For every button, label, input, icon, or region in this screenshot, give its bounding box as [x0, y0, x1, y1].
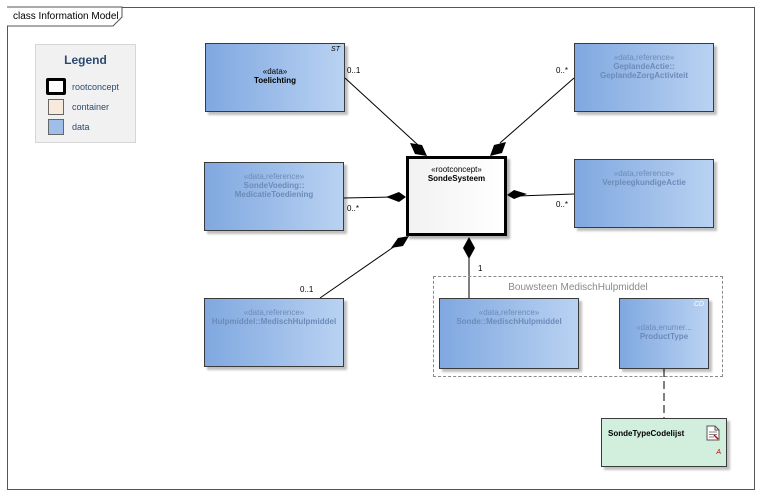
diamond-verpleegkundige-actie: [507, 190, 527, 199]
class-stereotype: «data,reference»: [613, 169, 675, 178]
class-geplande-actie[interactable]: «data,reference» GeplandeActie:: Gepland…: [574, 43, 714, 112]
mult-verpleegkundige-actie: 0..*: [556, 200, 569, 209]
legend-item-container: container: [46, 99, 109, 115]
data-swatch: [48, 119, 64, 135]
class-toelichting[interactable]: ST «data» Toelichting: [205, 43, 345, 112]
corner-tag: ST: [331, 46, 340, 53]
assoc-verpleegkundige-actie: [517, 193, 575, 197]
class-stereotype: «data»: [262, 67, 288, 76]
mult-sonde-mh: 1: [478, 264, 483, 273]
class-sondevoeding[interactable]: «data,reference» SondeVoeding:: Medicati…: [204, 162, 344, 231]
legend: Legend rootconcept container data: [35, 44, 136, 143]
codelist-sondetype[interactable]: SondeTypeCodelijst A: [601, 418, 727, 467]
class-sonde-mh[interactable]: «data,reference» Sonde::MedischHulpmidde…: [439, 298, 579, 369]
abstract-marker: A: [716, 449, 721, 456]
class-name: GeplandeZorgActiviteit: [599, 71, 688, 80]
class-name: SondeSysteem: [427, 174, 486, 183]
assoc-hulpmiddel: [319, 245, 396, 299]
class-name: Toelichting: [253, 76, 297, 85]
diagram-frame: [7, 7, 755, 490]
class-name: ProductType: [639, 332, 689, 341]
class-producttype[interactable]: CD «data,enumer... ProductType: [619, 298, 709, 369]
container-swatch: [48, 99, 64, 115]
class-verpleegkundige-actie[interactable]: «data,reference» VerpleegkundigeActie: [574, 159, 714, 228]
legend-label: container: [72, 102, 110, 112]
legend-title: Legend: [64, 53, 107, 67]
class-name: MedicatieToediening: [234, 190, 314, 199]
diamond-geplande-actie: [490, 142, 506, 156]
class-name: Hulpmiddel::MedischHulpmiddel: [211, 317, 337, 326]
class-stereotype: «data,reference»: [243, 308, 305, 317]
class-name: SondeVoeding::: [243, 181, 305, 190]
corner-tag: CD: [693, 301, 704, 308]
rootconcept-swatch: [46, 78, 66, 95]
package-label: Bouwsteen MedischHulpmiddel: [508, 282, 648, 293]
class-stereotype: «data,enumer...: [636, 323, 692, 332]
class-name: GeplandeActie::: [613, 62, 675, 71]
diamond-hulpmiddel: [391, 236, 409, 248]
mult-sondevoeding: 0..*: [347, 204, 360, 213]
legend-item-data: data: [46, 119, 90, 135]
diamond-sondevoeding: [386, 192, 406, 202]
codelist-name: SondeTypeCodelijst: [608, 429, 685, 438]
class-hulpmiddel[interactable]: «data,reference» Hulpmiddel::MedischHulp…: [204, 298, 344, 367]
diamond-toelichting: [410, 143, 427, 156]
class-name: Sonde::MedischHulpmiddel: [456, 317, 562, 326]
mult-geplande-actie: 0..*: [556, 66, 569, 75]
class-stereotype: «data,reference»: [243, 172, 305, 181]
mult-hulpmiddel: 0..1: [300, 285, 314, 294]
legend-item-rootconcept: rootconcept: [46, 78, 119, 95]
class-stereotype: «data,reference»: [478, 308, 540, 317]
assoc-sondevoeding: [343, 196, 394, 199]
mult-toelichting: 0..1: [347, 66, 361, 75]
class-stereotype: «data,reference»: [613, 53, 675, 62]
class-name: VerpleegkundigeActie: [602, 178, 686, 187]
class-stereotype: «rootconcept»: [431, 165, 482, 174]
class-sondesysteem[interactable]: «rootconcept» SondeSysteem: [406, 156, 507, 236]
frame-title: class Information Model: [13, 11, 119, 22]
package-bouwsteen: Bouwsteen MedischHulpmiddel: [433, 276, 723, 377]
assoc-geplande-actie: [499, 77, 575, 144]
diamond-sonde-mh: [463, 237, 475, 259]
legend-label: data: [72, 122, 90, 132]
legend-label: rootconcept: [72, 81, 120, 92]
assoc-toelichting: [344, 77, 419, 146]
document-icon: [706, 425, 720, 441]
